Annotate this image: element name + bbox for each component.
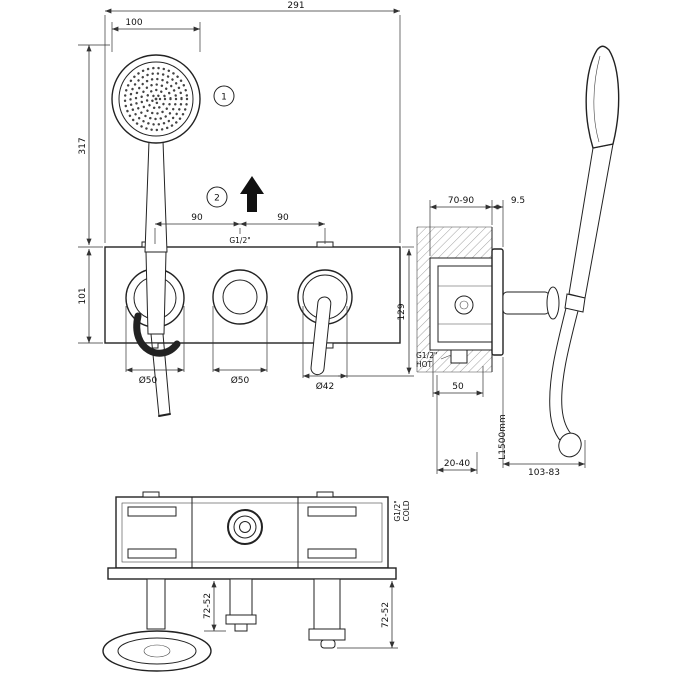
dim-knob-spacing: 90 90 G1/2"	[154, 213, 326, 245]
cold-connection-labels: G1/2" COLD	[393, 500, 411, 521]
dim-total-width-label: 291	[287, 1, 304, 11]
hose-end-cap	[158, 413, 171, 417]
plan-view: 72-52 72-52 G1/2" COLD	[102, 491, 411, 672]
dim-height-top: 317	[78, 44, 110, 248]
trim-plate-side	[491, 248, 504, 356]
handshower-side	[549, 45, 620, 458]
dim-height-plate-label: 101	[78, 287, 88, 304]
dim-height-plate: 101	[78, 249, 103, 344]
dim-dia-left: Ø50	[125, 306, 185, 386]
dim-spacing-right-label: 90	[277, 213, 289, 223]
up-arrow-icon	[240, 176, 264, 212]
hot-label: HOT	[416, 360, 433, 369]
hose-connector	[564, 293, 586, 313]
dia-left-label: Ø50	[139, 375, 158, 386]
thread-hot-label: G1/2"	[416, 351, 437, 360]
hot-inlet-stub	[450, 349, 468, 364]
callout-2: 2	[206, 186, 228, 208]
dim-head-width: 100	[111, 18, 201, 52]
hose-end-fitting	[558, 432, 582, 458]
callout-1: 1	[213, 85, 235, 107]
dim-knob-projection: 72-52	[203, 581, 226, 632]
dim-depth-label: 70-90	[448, 196, 474, 206]
dim-body-label: 50	[452, 382, 464, 392]
dim-dia-right: Ø42	[302, 306, 348, 392]
dim-body-width: 50	[432, 352, 484, 397]
diverter-knob-plan	[225, 578, 257, 632]
thread-top-label: G1/2"	[229, 236, 250, 245]
dim-lever-projection: 72-52	[337, 581, 398, 649]
face-plate-plan	[107, 567, 397, 580]
dim-wall-thickness: 20-40	[436, 375, 478, 474]
dim-hose-label: 103-83	[528, 468, 560, 478]
handshower-front	[111, 54, 201, 417]
diverter-knob-front	[212, 269, 268, 325]
handshower-plan	[102, 578, 212, 672]
rough-in-box-plan	[115, 491, 389, 569]
dim-hose-offset: 103-83	[502, 357, 586, 478]
hot-connection-labels: G1/2" HOT	[416, 351, 452, 369]
handshower-handle-side	[568, 143, 614, 299]
dim-height-top-label: 317	[78, 137, 88, 154]
dim-depth: 70-90	[429, 196, 493, 256]
handshower-head-side	[585, 45, 620, 149]
cold-label: COLD	[402, 500, 411, 521]
dim-spacing-left-label: 90	[191, 213, 203, 223]
mixer-lever-plan	[308, 578, 346, 649]
dia-middle-label: Ø50	[231, 375, 250, 386]
hose-front-left-edge	[150, 333, 160, 417]
dia-right-label: Ø42	[316, 381, 335, 392]
valve-body-side	[429, 257, 493, 364]
holder-ring-side	[546, 286, 560, 320]
hose-front-right-edge	[162, 333, 171, 415]
dim-trim-label: 9.5	[511, 196, 525, 206]
dim-wall-label: 20-40	[444, 459, 470, 469]
dim-total-width: 291	[104, 1, 401, 243]
handshower-grip	[144, 140, 168, 253]
hose-side-inner	[561, 310, 579, 437]
callout-1-label: 1	[221, 93, 227, 103]
dim-head-width-label: 100	[125, 18, 142, 28]
dim-trim-thickness: 9.5	[492, 196, 525, 247]
thread-cold-label: G1/2"	[393, 500, 402, 521]
dim-plate-height: 129	[338, 246, 414, 377]
callout-2-label: 2	[214, 194, 220, 204]
holder-arm-side	[502, 291, 550, 315]
mixer-lever-front	[297, 269, 353, 376]
handshower-wand	[145, 251, 167, 335]
holder-hook	[133, 312, 181, 357]
dim-plan-right-label: 72-52	[381, 602, 391, 628]
cold-inlet-port	[227, 509, 263, 545]
dim-plate-height-label: 129	[397, 303, 407, 320]
dim-dia-middle: Ø50	[212, 306, 268, 386]
dim-plan-left-label: 72-52	[203, 593, 213, 619]
front-view: 1 2 291 100 317	[78, 1, 414, 417]
side-view: 70-90 9.5 G1/2" HOT 50 20-40	[416, 45, 620, 478]
hose-side-outer	[549, 307, 567, 445]
